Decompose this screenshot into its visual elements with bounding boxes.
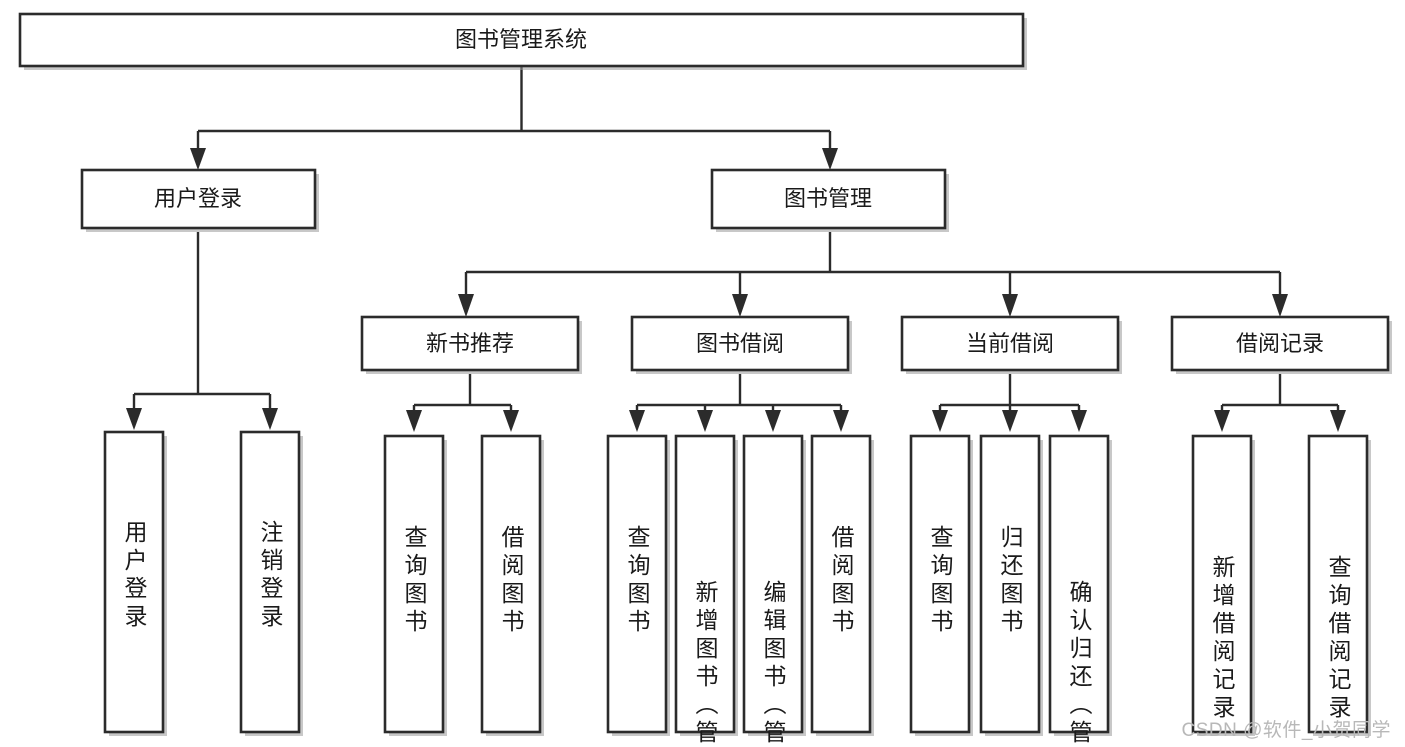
leaf-add-record-label: 新增借阅记录 [1209,555,1236,723]
node-borrow-record[interactable]: 借阅记录 [1170,315,1392,374]
borrow-record-box[interactable] [1170,315,1390,372]
leaf-add-record-box[interactable] [1191,434,1253,734]
leaf-borrow-book-2-box[interactable] [810,434,872,734]
leaf-add-book-label: 新增图书（管理员） [692,580,719,747]
arrow-to-borrow-record [1272,294,1288,317]
arrow-to-book-manage [822,148,838,170]
node-user-login[interactable]: 用户登录 [80,168,319,232]
arrow-to-book-borrow [732,294,748,317]
leaf-edit-book-label: 编辑图书（管理员） [760,580,787,747]
leaf-return-book-box[interactable] [979,434,1041,734]
leaf-user-logout-box[interactable] [239,430,301,734]
arrow-to-leaf-query-book-3 [932,410,948,432]
node-leaf-edit-book[interactable]: 编辑图书（管理员） [742,434,806,747]
node-leaf-add-book[interactable]: 新增图书（管理员） [674,434,738,747]
arrow-to-leaf-add-record [1214,410,1230,432]
arrow-to-leaf-user-login [126,408,142,430]
leaf-borrow-book-1-box[interactable] [480,434,542,734]
node-leaf-borrow-book-2[interactable]: 借阅图书 [810,434,874,736]
arrow-to-leaf-query-book-1 [406,410,422,432]
leaf-query-book-1-label: 查询图书 [401,525,428,637]
leaf-query-book-3-box[interactable] [909,434,971,734]
connector-layer [126,66,1346,432]
arrow-to-leaf-borrow-book-1 [503,410,519,432]
node-leaf-query-book-3[interactable]: 查询图书 [909,434,973,736]
leaf-query-record-box[interactable] [1307,434,1369,734]
borrow-record-label: 借阅记录 [1236,331,1324,356]
leaf-query-book-1-box[interactable] [383,434,445,734]
node-root[interactable]: 图书管理系统 [18,12,1027,70]
new-book-rec-label: 新书推荐 [426,331,514,356]
node-leaf-user-logout[interactable]: 注销登录 [239,430,303,736]
root-box[interactable] [18,12,1025,68]
user-login-label: 用户登录 [154,186,242,211]
leaf-query-book-3-label: 查询图书 [927,525,954,637]
arrow-to-user-login [190,148,206,170]
root-label: 图书管理系统 [455,27,587,52]
arrow-to-leaf-query-record [1330,410,1346,432]
book-manage-box[interactable] [710,168,947,230]
leaf-borrow-book-2-label: 借阅图书 [828,525,855,637]
arrow-to-leaf-query-book-2 [629,410,645,432]
user-login-box[interactable] [80,168,317,230]
node-leaf-confirm-return[interactable]: 确认归还（管理员） [1048,434,1112,747]
leaf-return-book-label: 归还图书 [997,525,1024,637]
node-leaf-user-login[interactable]: 用户登录 [103,430,167,736]
leaf-query-record-label: 查询借阅记录 [1325,555,1352,723]
node-leaf-query-record[interactable]: 查询借阅记录 [1307,434,1371,736]
book-manage-label: 图书管理 [784,186,872,211]
arrow-to-new-book-rec [458,294,474,317]
leaf-user-login-label: 用户登录 [121,520,148,632]
node-book-borrow[interactable]: 图书借阅 [630,315,852,374]
book-borrow-label: 图书借阅 [696,331,784,356]
node-leaf-borrow-book-1[interactable]: 借阅图书 [480,434,544,736]
node-leaf-add-record[interactable]: 新增借阅记录 [1191,434,1255,736]
leaf-query-book-2-label: 查询图书 [624,525,651,637]
arrow-to-leaf-return-book [1002,410,1018,432]
arrow-to-leaf-user-logout [262,408,278,430]
arrow-to-current-borrow [1002,294,1018,317]
leaf-user-login-box[interactable] [103,430,165,734]
node-new-book-rec[interactable]: 新书推荐 [360,315,582,374]
node-leaf-query-book-1[interactable]: 查询图书 [383,434,447,736]
new-book-rec-box[interactable] [360,315,580,372]
leaf-edit-book-box[interactable] [742,434,804,734]
leaf-confirm-return-box[interactable] [1048,434,1110,734]
current-borrow-label: 当前借阅 [966,331,1054,356]
node-leaf-query-book-2[interactable]: 查询图书 [606,434,670,736]
leaf-query-book-2-box[interactable] [606,434,668,734]
arrow-to-leaf-edit-book [765,410,781,432]
leaf-confirm-return-label: 确认归还（管理员） [1066,580,1093,747]
arrow-to-leaf-add-book [697,410,713,432]
arrow-to-leaf-confirm-return [1071,410,1087,432]
node-leaf-return-book[interactable]: 归还图书 [979,434,1043,736]
leaf-add-book-box[interactable] [674,434,736,734]
current-borrow-box[interactable] [900,315,1120,372]
node-current-borrow[interactable]: 当前借阅 [900,315,1122,374]
book-borrow-box[interactable] [630,315,850,372]
arrow-to-leaf-borrow-book-2 [833,410,849,432]
leaf-user-logout-label: 注销登录 [257,520,284,632]
leaf-borrow-book-1-label: 借阅图书 [498,525,525,637]
node-book-manage[interactable]: 图书管理 [710,168,949,232]
